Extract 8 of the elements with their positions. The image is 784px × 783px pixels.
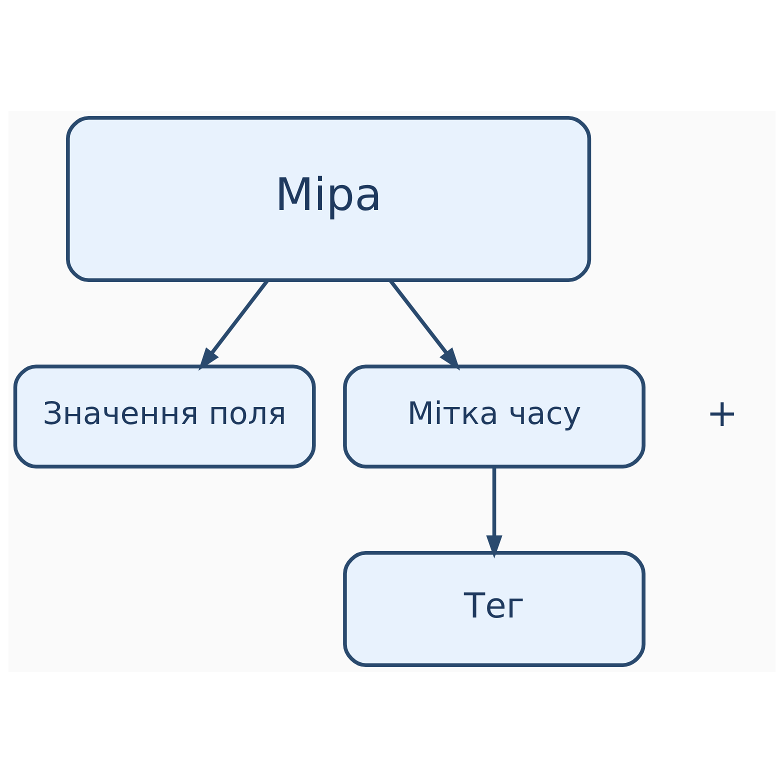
node-box: Мітка часу [343,364,646,468]
node-box: Тег [343,551,646,667]
arrow [198,279,270,371]
arrow [388,279,460,371]
label: + [706,391,738,436]
arrow [486,466,502,558]
node-box: Міра [66,116,592,282]
node-box: Значення поля [13,364,316,468]
